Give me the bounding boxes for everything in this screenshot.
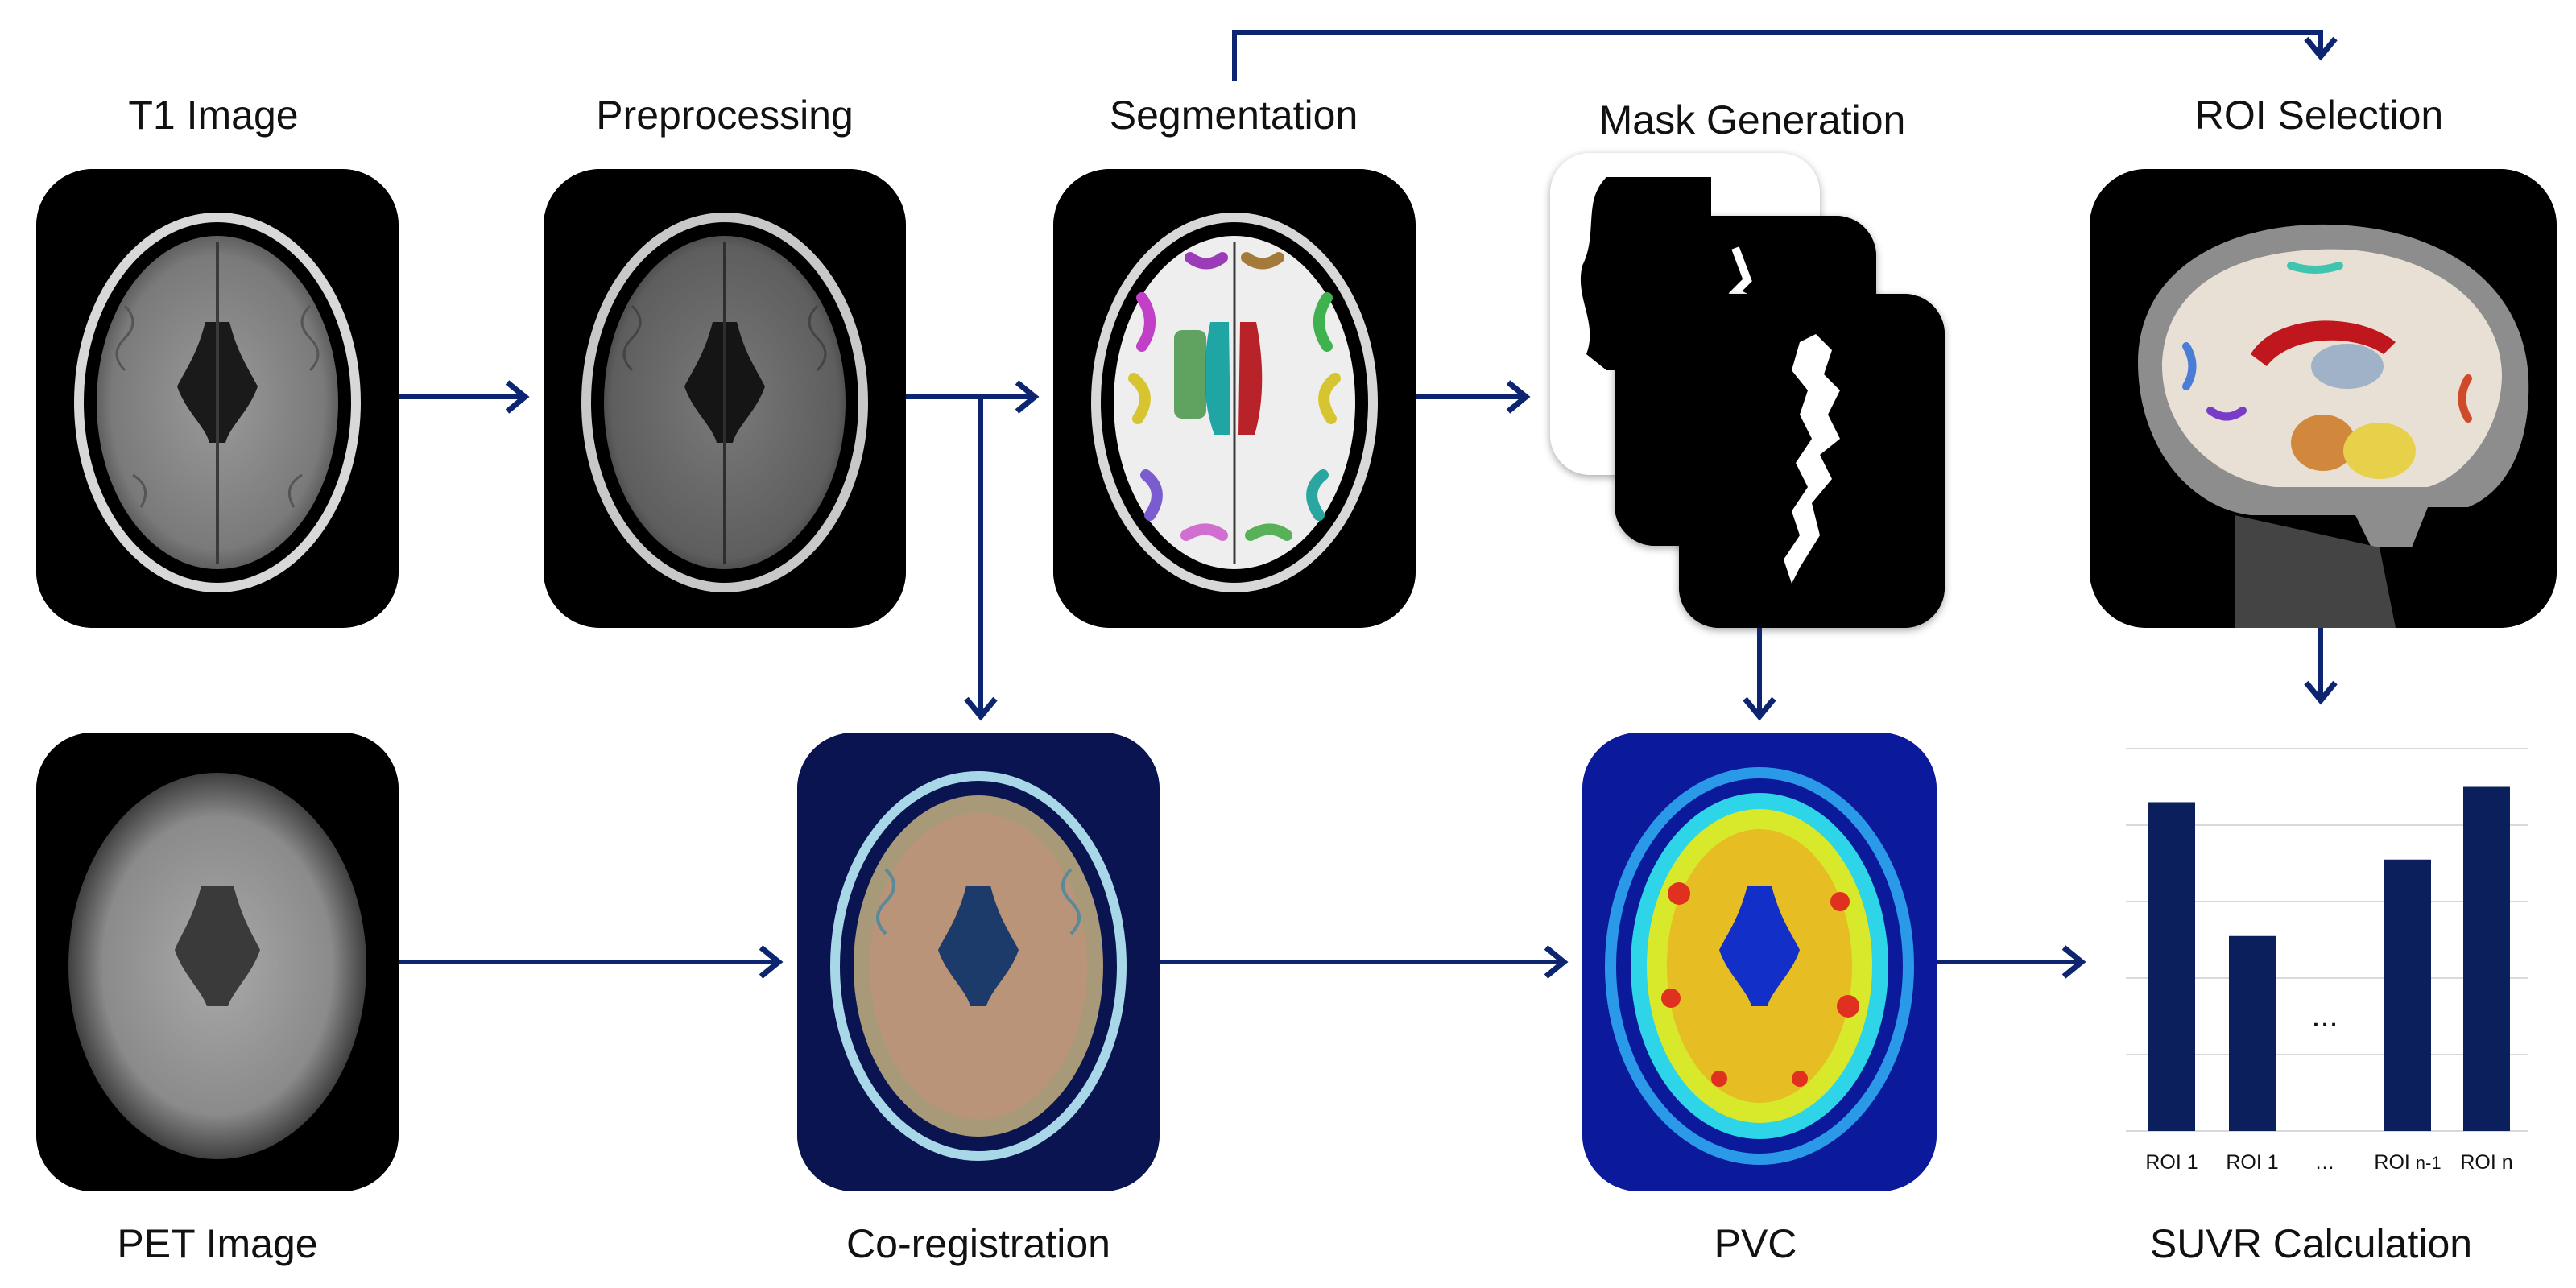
label-suvr-calculation: SUVR Calculation — [2149, 1221, 2473, 1266]
chart-x-label: ROI 1 — [2226, 1151, 2279, 1174]
arrow-head — [505, 380, 530, 414]
arrow-segmentation-to-roi — [1232, 30, 2323, 80]
arrow-head — [2061, 945, 2086, 979]
label-preprocessing: Preprocessing — [596, 93, 854, 138]
arrow-head — [1506, 380, 1531, 414]
suvr-bar-chart: ... — [2126, 748, 2528, 1132]
chart-ellipsis: ... — [2311, 998, 2338, 1034]
arrow-head — [964, 696, 998, 721]
label-mask-generation: Mask Generation — [1598, 97, 1906, 142]
chart-x-label: … — [2314, 1151, 2335, 1174]
segmentation-tile — [1053, 169, 1416, 628]
mask-slice-front — [1679, 294, 1945, 628]
arrow-head — [2304, 680, 2338, 705]
chart-bar — [2384, 859, 2431, 1131]
label-pvc: PVC — [1714, 1221, 1797, 1266]
chart-x-label: ROI n-1 — [2374, 1151, 2442, 1174]
roi-selection-tile — [2090, 169, 2557, 628]
pet-image-tile — [36, 733, 399, 1191]
label-co-registration: Co-registration — [846, 1221, 1110, 1266]
chart-bar — [2148, 802, 2195, 1131]
chart-x-label: ROI n — [2460, 1151, 2513, 1174]
label-pet-image: PET Image — [117, 1221, 318, 1266]
arrow-head — [1544, 945, 1569, 979]
t1-image-tile — [36, 169, 399, 628]
arrow-head — [759, 945, 784, 979]
co-registration-tile — [797, 733, 1160, 1191]
pvc-tile — [1582, 733, 1937, 1191]
arrow-head — [2304, 36, 2338, 61]
chart-x-label: ROI 1 — [2145, 1151, 2198, 1174]
label-t1-image: T1 Image — [128, 93, 299, 138]
chart-bar — [2229, 935, 2276, 1131]
arrow-head — [1015, 380, 1040, 414]
label-roi-selection: ROI Selection — [2194, 93, 2444, 138]
chart-bar — [2463, 786, 2510, 1131]
preprocessing-tile — [544, 169, 906, 628]
arrow-head — [1743, 696, 1776, 721]
label-segmentation: Segmentation — [1109, 93, 1358, 138]
